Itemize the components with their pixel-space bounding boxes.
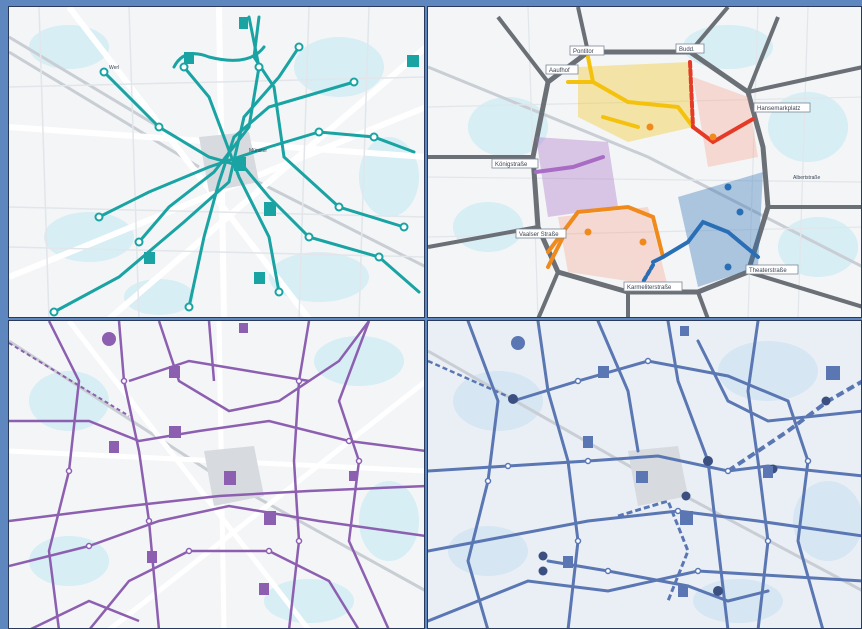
label-pontitor: Pontitor: [573, 49, 594, 55]
label-vaalser-strasse: Vaalser Straße: [519, 232, 559, 238]
building-icon: [598, 366, 609, 378]
station-hub-icon: [681, 491, 691, 501]
church-icon: [234, 157, 246, 171]
teal-stops: [49, 42, 409, 317]
station-hub-icon: [821, 396, 831, 406]
building-icon: [239, 17, 248, 29]
building-icon: [254, 272, 265, 284]
parking-icons: [724, 183, 744, 271]
ferris-wheel-icon: [511, 336, 525, 350]
ferris-wheel-icon: [102, 332, 116, 346]
church-icon: [264, 511, 276, 525]
map-label: Münster: [249, 148, 267, 154]
building-icon: [826, 366, 840, 380]
map-panel-blue-network[interactable]: [427, 320, 862, 629]
poi-icons: [102, 323, 357, 595]
poi-icons: [144, 17, 419, 284]
station-hub-icon: [538, 551, 548, 561]
building-icon: [680, 326, 689, 336]
building-icon: [184, 52, 194, 64]
purple-stops: [65, 377, 363, 555]
building-icon: [169, 366, 180, 378]
station-hub-icon: [538, 566, 548, 576]
label-theaterstrasse: Theaterstraße: [749, 268, 787, 274]
hub-stations: [508, 394, 831, 596]
church-icon: [264, 202, 276, 216]
rail-lines: [428, 65, 861, 268]
label-aaufhof: Aaufhof: [549, 68, 570, 74]
station-hub-icon: [508, 394, 518, 404]
building-icon: [583, 436, 593, 448]
station-hub-icon: [703, 456, 713, 466]
dashed-route: [9, 342, 130, 417]
building-icon: [407, 55, 419, 67]
blue-routes: [428, 321, 861, 628]
map-panel-purple-network[interactable]: [8, 320, 425, 629]
minor-roads: [9, 7, 424, 317]
poi-icons: [511, 326, 840, 597]
building-icon: [109, 441, 119, 453]
access-routes: [534, 55, 760, 284]
church-icon: [680, 511, 693, 525]
building-icon: [147, 551, 157, 563]
city-centre: [628, 446, 688, 506]
building-icon: [169, 426, 181, 438]
building-icon: [763, 466, 773, 478]
label-buddentor: Budd.: [679, 47, 695, 53]
building-icon: [563, 556, 573, 568]
church-icon: [636, 471, 648, 483]
building-icon: [678, 585, 688, 597]
purple-network-map: [9, 321, 424, 628]
label-karmeliterstrasse: Karmeliterstraße: [627, 285, 672, 291]
zone-labels: Pontitor Budd. Aaufhof Hansemarkplatz Kö…: [491, 43, 820, 292]
station-hub-icon: [713, 586, 723, 596]
teal-map-labels: Werl Münster: [109, 65, 267, 154]
blue-stops: [484, 357, 812, 575]
label-koenigstrasse: Königstraße: [495, 162, 528, 168]
blue-network-map: [428, 321, 861, 628]
building-icon: [259, 583, 269, 595]
map-panel-teal-network[interactable]: Werl Münster: [8, 6, 425, 318]
church-icon: [224, 471, 236, 485]
building-icon: [144, 252, 155, 264]
park-areas: [29, 25, 419, 315]
label-hansemarkplatz: Hansemarkplatz: [757, 106, 800, 112]
parking-icons: [584, 123, 717, 246]
zone-access-map: Pontitor Budd. Aaufhof Hansemarkplatz Kö…: [428, 7, 861, 317]
building-icon: [349, 471, 357, 481]
dashed-route: [428, 359, 519, 403]
label-albertstrasse: Albertstraße: [793, 175, 820, 181]
park-areas: [453, 25, 858, 277]
map-label: Werl: [109, 65, 119, 71]
building-icon: [239, 323, 248, 333]
park-areas: [29, 336, 419, 623]
teal-network-map: Werl Münster: [9, 7, 424, 317]
map-panel-zone-access[interactable]: Pontitor Budd. Aaufhof Hansemarkplatz Kö…: [427, 6, 862, 318]
